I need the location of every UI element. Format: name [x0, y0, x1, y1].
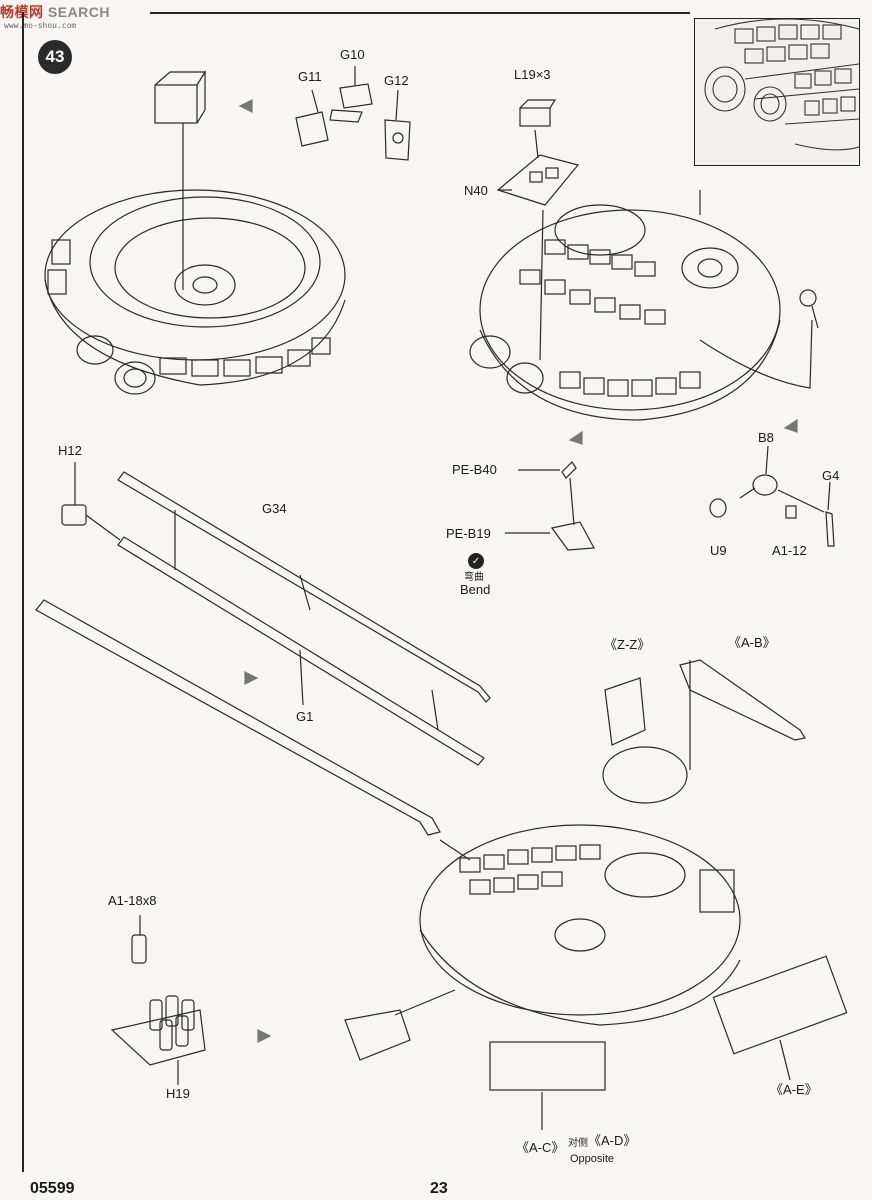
inset-reference-view [694, 18, 860, 166]
watermark-logo: 畅模网 SEARCH [0, 2, 110, 22]
product-code: 05599 [30, 1180, 75, 1197]
arrow-up-turret [568, 430, 583, 445]
label-bend-cn: 弯曲 [464, 572, 484, 583]
arrow-left-top [238, 99, 253, 113]
label-g34: G34 [262, 501, 287, 516]
label-g12: G12 [384, 73, 409, 88]
watermark-site: www.mo-shou.com [4, 21, 77, 30]
label-a1-18: A1-18x8 [108, 893, 157, 908]
page-border-left [22, 12, 24, 1172]
gun-barrels-drawing [35, 462, 491, 861]
inset-turret-drawing [704, 19, 859, 151]
l19-n40-drawing [496, 99, 580, 206]
label-pe-b40: PE-B40 [452, 462, 497, 477]
label-l19: L19×3 [514, 67, 551, 82]
page-number: 23 [430, 1180, 448, 1197]
label-g10: G10 [340, 47, 365, 62]
watermark-search: SEARCH [47, 4, 111, 20]
turret-ring-drawing [44, 189, 346, 395]
label-a1-12: A1-12 [772, 543, 807, 558]
label-g1: G1 [296, 709, 314, 724]
label-zz: 《Z-Z》 [604, 637, 651, 652]
sight-parts-drawing [709, 445, 835, 547]
label-n40: N40 [464, 183, 488, 198]
arrow-up-right [783, 418, 798, 433]
label-h12: H12 [58, 443, 82, 458]
arrow-right-barrel [244, 671, 259, 685]
label-opposite-cn: 对侧 [568, 1138, 588, 1149]
label-bend-en: Bend [460, 582, 491, 597]
page-border-top [150, 12, 690, 14]
label-ad: 《A-D》 [588, 1133, 637, 1148]
label-h19: H19 [166, 1086, 190, 1101]
step-number-badge: 43 [38, 40, 72, 74]
turret-era-drawing [469, 190, 819, 421]
box-part-drawing [154, 69, 207, 290]
label-g4: G4 [822, 468, 840, 483]
label-ab: 《A-B》 [728, 635, 776, 650]
arrow-right-bottom [257, 1029, 272, 1043]
label-b8: B8 [758, 430, 774, 445]
watermark-brand: 畅模网 [0, 4, 44, 20]
turret-bottom-drawing [344, 659, 848, 1130]
label-ac: 《A-C》 [516, 1140, 565, 1155]
label-ae: 《A-E》 [770, 1082, 818, 1097]
label-opposite-en: Opposite [570, 1153, 615, 1165]
label-pe-b19: PE-B19 [446, 526, 491, 541]
label-u9: U9 [710, 543, 727, 558]
g-parts-drawing [295, 66, 411, 161]
label-g11: G11 [298, 69, 322, 84]
pe-parts-drawing [505, 461, 595, 551]
bend-icon: ✓ [468, 553, 484, 569]
smoke-launcher-drawing [110, 915, 206, 1085]
